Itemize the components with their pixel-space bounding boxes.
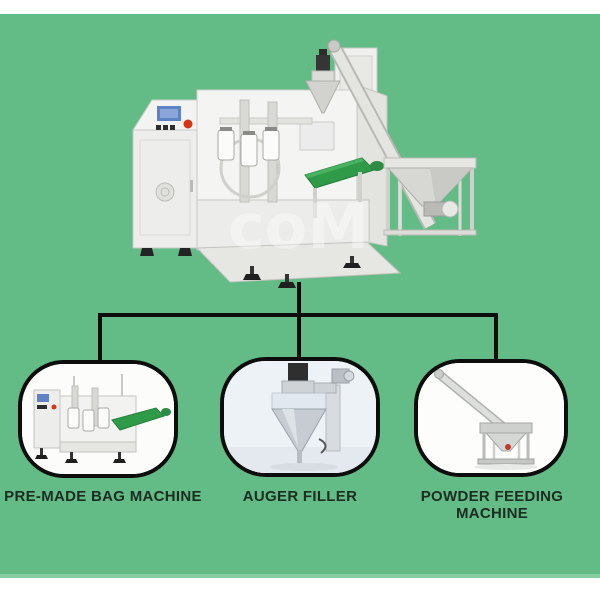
- connector-drop-left: [98, 313, 102, 363]
- machine-illustration: coM: [132, 39, 477, 288]
- card-auger-filler: [220, 357, 380, 477]
- panel-bottom-edge: [0, 574, 600, 578]
- auger-filler-tower: [305, 49, 341, 114]
- powder-feeding-machine-photo: [418, 363, 564, 473]
- connector-stem: [297, 282, 301, 317]
- feed-hopper: [383, 157, 477, 236]
- hanging-bags: [217, 127, 280, 167]
- connector-drop-center: [297, 313, 301, 361]
- rotary-machine-body: [195, 84, 402, 283]
- label-powder-feeding-machine: POWDER FEEDING MACHINE: [420, 488, 564, 522]
- control-cabinet: [132, 99, 198, 256]
- emergency-stop-button: [183, 119, 193, 129]
- card-pre-made-bag-machine: [18, 360, 178, 478]
- card-powder-feeding-machine: [414, 359, 568, 477]
- label-auger-filler: AUGER FILLER: [242, 488, 358, 505]
- watermark-logo: coM: [228, 190, 369, 263]
- connector-drop-right: [494, 313, 498, 363]
- pre-made-bag-machine-photo: [22, 364, 174, 474]
- machine-feet: [243, 256, 361, 288]
- auger-filler-photo: [224, 361, 376, 473]
- conveyor-belt: [304, 157, 384, 218]
- hero-machine-image: coM: [100, 30, 490, 292]
- label-pre-made-bag-machine: PRE-MADE BAG MACHINE: [4, 488, 202, 505]
